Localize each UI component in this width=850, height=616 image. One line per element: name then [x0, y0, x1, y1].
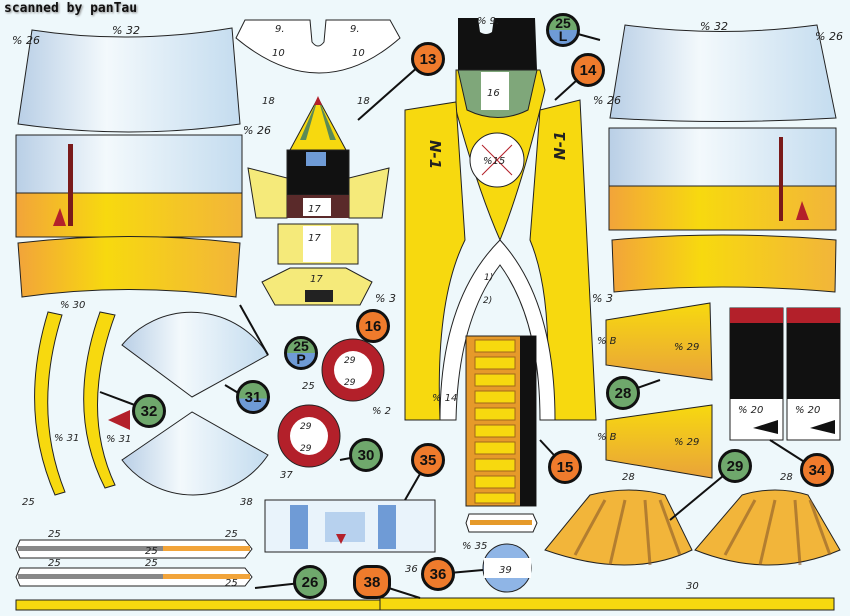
cockpit-label: 17 [308, 204, 321, 215]
callout-31: 31 [236, 380, 270, 414]
note-1: 1) [484, 273, 493, 283]
wedge-parts: % B % 29 % B % 29 [597, 302, 713, 479]
dim-32-right: % 32 [700, 20, 728, 33]
callout-36: 36 [421, 557, 455, 591]
dim-3-right: % 3 [592, 292, 613, 305]
cockpit-part: 17 17 17 18 18 % 3 [247, 96, 396, 306]
callout-25P-number: 25 [293, 338, 309, 354]
callout-35: 35 [411, 443, 445, 477]
ring-parts: 29 29 29 29 25 % 2 [277, 338, 391, 468]
callout-30: 30 [349, 438, 383, 472]
callout-14: 14 [571, 53, 605, 87]
dome-part: 39 % 35 [462, 541, 532, 593]
window-dim: %15 [483, 156, 505, 167]
callout-16: 16 [356, 309, 390, 343]
ring-label-b: 29 [344, 378, 356, 388]
dim-31-b: % 31 [106, 434, 131, 445]
dim-b-2: % B [597, 432, 617, 443]
dim-38: 38 [240, 497, 253, 508]
note-2: 2) [483, 296, 492, 306]
dim-26-left-mid: % 26 [243, 124, 271, 137]
dim-28-b: 28 [780, 472, 793, 483]
hull-label-left: N-1 [426, 140, 444, 169]
black-strip-parts: % 20 % 20 [729, 307, 841, 441]
dim-26-right-mid: % 26 [593, 94, 621, 107]
right-sky-panel [609, 24, 837, 122]
strip-dim-1: 25 [48, 529, 61, 540]
ladder-part: % 14 [432, 335, 538, 533]
dim-29-2: % 29 [674, 437, 699, 448]
dim-b-1: % B [597, 336, 617, 347]
dim-31-a: % 31 [54, 433, 79, 444]
dim-20-a: % 20 [738, 405, 763, 416]
callout-15: 15 [548, 450, 582, 484]
dim-18-right: 18 [357, 96, 370, 107]
strip-dim-5: 25 [145, 558, 158, 569]
dim-32-left: % 32 [112, 24, 140, 37]
left-yellow-panel [17, 236, 241, 298]
ring-label-d: 29 [300, 444, 312, 454]
dim-20-b: % 20 [795, 405, 820, 416]
strip-dim-4: 25 [48, 558, 61, 569]
dim-30-left: % 30 [60, 300, 85, 311]
long-strip-parts: 25 25 25 25 25 25 [15, 529, 835, 611]
callout-32: 32 [132, 394, 166, 428]
left-center-panel [15, 134, 243, 238]
callout-26: 26 [293, 565, 327, 599]
dim-26-left: % 26 [12, 34, 40, 47]
callout-38: 38 [353, 565, 391, 599]
callout-25L-number: 25 [555, 15, 571, 31]
cap-label-a: 9. [275, 24, 285, 35]
dim-25-ring: 25 [302, 381, 315, 392]
panel-label: 16 [487, 88, 500, 99]
left-sky-panel [17, 27, 241, 133]
skirt-parts: 28 28 30 [544, 472, 841, 592]
dim-2: % 2 [372, 406, 391, 417]
dim-30-bottom: 30 [686, 581, 699, 592]
right-yellow-panel [611, 234, 837, 293]
scan-credit: scanned by panTau [4, 1, 138, 16]
callout-28: 28 [606, 376, 640, 410]
dim-37: 37 [280, 470, 293, 481]
strip-dim-2: 25 [145, 546, 158, 557]
cockpit-label-2: 17 [308, 233, 321, 244]
ring-label-a: 29 [344, 356, 356, 366]
callout-29: 29 [718, 449, 752, 483]
arc-strip-parts: % 31 % 31 % 30 25 [22, 300, 131, 508]
cap-label-c: 10 [272, 48, 285, 59]
dim-25-arc: 25 [22, 497, 35, 508]
dome-label: 39 [499, 565, 512, 576]
dim-18-left: 18 [262, 96, 275, 107]
dim-28-a: 28 [622, 472, 635, 483]
strip-dim-6: 25 [225, 578, 238, 589]
dim-26-right: % 26 [815, 30, 843, 43]
hatch-strip-part: 38 37 36 [240, 470, 436, 575]
dim-9: % 9. [477, 16, 499, 27]
hull-label-right: N-1 [551, 131, 569, 160]
cockpit-label-3: 17 [310, 274, 323, 285]
hull-part: 16 %15 N-1 N-1 1) 2) % 9. % 3 [404, 16, 613, 421]
dim-36: 36 [405, 564, 418, 575]
callout-25P-letter: P [296, 351, 306, 367]
dim-14: % 14 [432, 393, 457, 404]
cap-label-d: 10 [352, 48, 365, 59]
fan-parts [121, 311, 269, 496]
dim-3-left: % 3 [375, 292, 396, 305]
cap-part: 9. 9. 10 10 [235, 19, 401, 74]
dim-35: % 35 [462, 541, 487, 552]
ring-label-c: 29 [300, 422, 312, 432]
dim-29-1: % 29 [674, 342, 699, 353]
callout-34: 34 [800, 453, 834, 487]
right-center-panel [608, 127, 837, 231]
callout-25L-letter: L [558, 28, 568, 44]
strip-dim-3: 25 [225, 529, 238, 540]
callout-13: 13 [411, 42, 445, 76]
cap-label-b: 9. [350, 24, 360, 35]
